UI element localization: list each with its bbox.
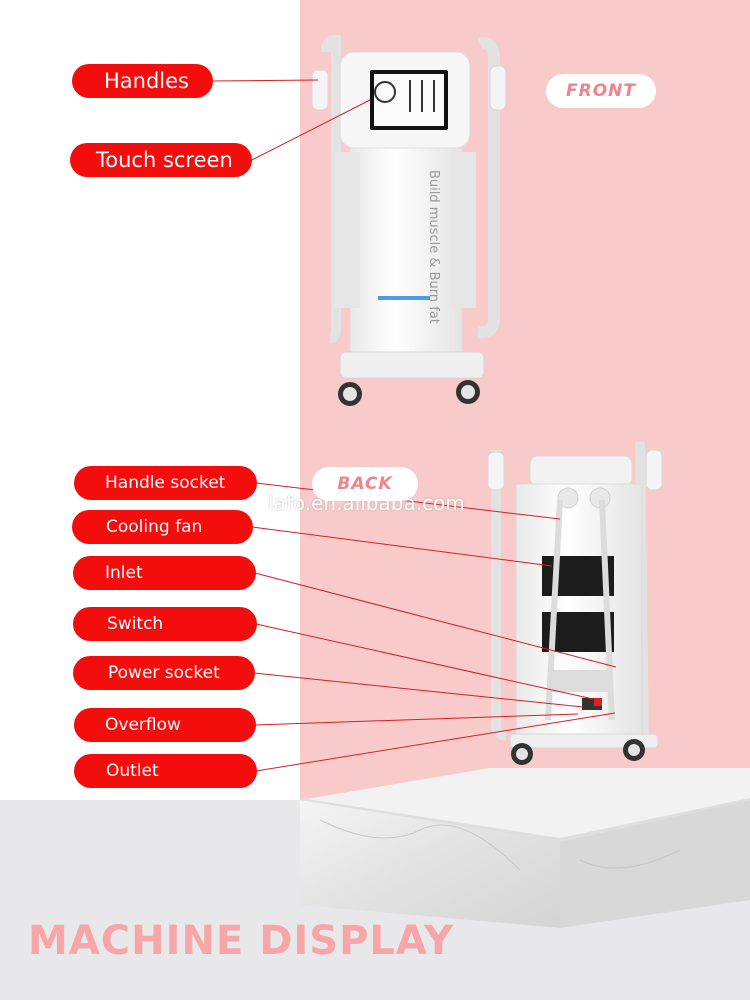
marble-pedestal [300,768,750,928]
label-overflow: Overflow [74,708,256,742]
label-cooling-fan: Cooling fan [72,510,253,544]
page-title: MACHINE DISPLAY [28,918,454,964]
back-machine [487,441,663,765]
label-switch: Switch [73,607,257,641]
front-tag: FRONT [546,74,656,108]
label-power-socket: Power socket [73,656,255,690]
label-outlet: Outlet [74,754,257,788]
machine-text: Build muscle & Burn fat [426,170,441,324]
label-inlet: Inlet [73,556,256,590]
back-tag: BACK [312,467,418,501]
label-handles: Handles [72,64,213,98]
connector-lines [211,79,617,772]
label-touch-screen: Touch screen [70,143,252,177]
label-handle-socket: Handle socket [74,466,257,500]
front-machine [311,35,507,406]
